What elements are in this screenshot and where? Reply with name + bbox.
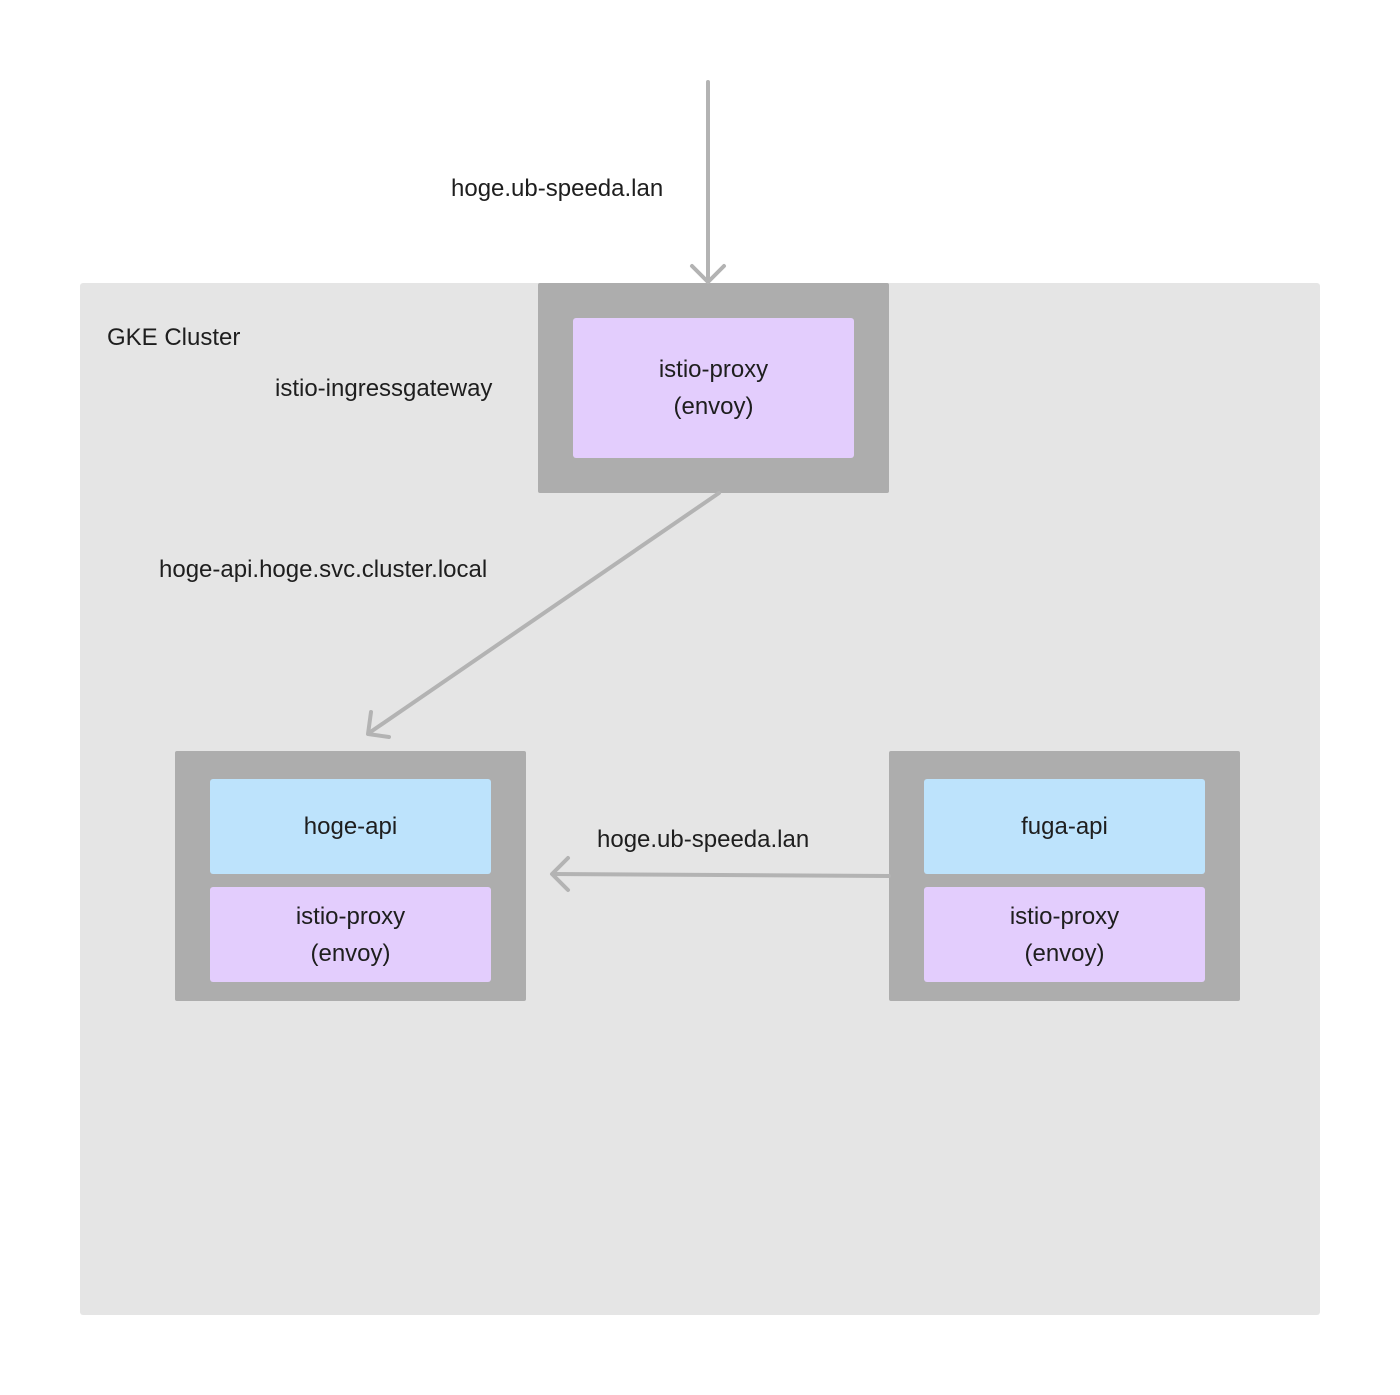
ingress-to-hoge-edge-label: hoge-api.hoge.svc.cluster.local [159,556,488,583]
ingress-istio-proxy[interactable]: istio-proxy (envoy) [573,318,854,458]
fuga-to-hoge-edge-label: hoge.ub-speeda.lan [597,826,810,853]
ingress-proxy-line2: (envoy) [673,393,754,420]
hoge-istio-proxy[interactable]: istio-proxy (envoy) [210,887,491,982]
hoge-proxy-line1: istio-proxy [295,902,406,930]
hoge-api-label: hoge-api [303,813,398,840]
ingress-gateway-pod[interactable]: istio-proxy (envoy) [538,283,889,493]
hoge-api-pod[interactable]: hoge-api istio-proxy (envoy) [175,751,526,1001]
fuga-istio-proxy[interactable]: istio-proxy (envoy) [924,887,1205,982]
fuga-api-pod[interactable]: fuga-api istio-proxy (envoy) [889,751,1240,1001]
external-edge-label: hoge.ub-speeda.lan [451,175,664,202]
fuga-api-label: fuga-api [1021,813,1108,840]
ingress-gateway-label: istio-ingressgateway [275,375,493,402]
external-arrow-head [690,264,726,284]
fuga-proxy-line1: istio-proxy [1009,902,1120,930]
hoge-proxy-line2: (envoy) [310,939,391,967]
fuga-proxy-line2: (envoy) [1024,939,1105,967]
ingress-proxy-line1: istio-proxy [658,356,769,383]
hoge-api-container[interactable]: hoge-api [210,779,491,874]
fuga-api-container[interactable]: fuga-api [924,779,1205,874]
cluster-label: GKE Cluster [107,324,241,351]
